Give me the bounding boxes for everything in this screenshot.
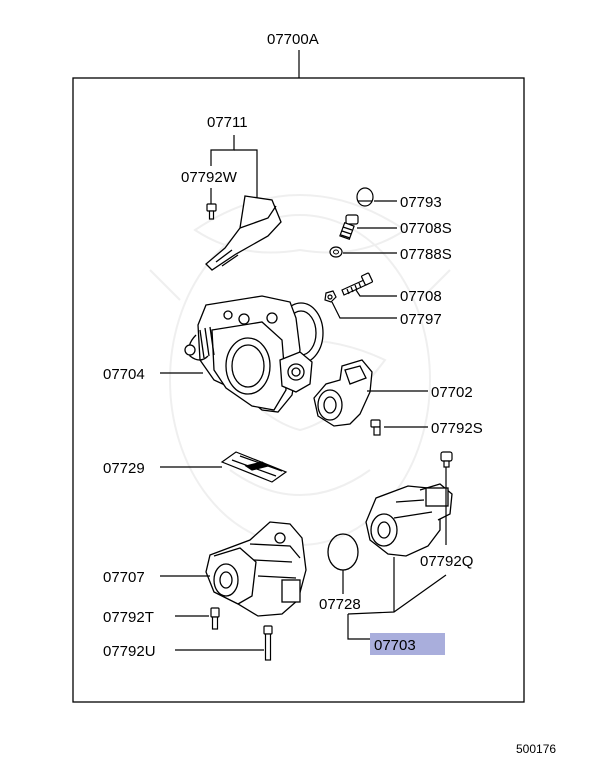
label-07792U[interactable]: 07792U [103,643,156,660]
label-07797[interactable]: 07797 [400,311,442,328]
screw-07792S [370,419,381,436]
label-07729[interactable]: 07729 [103,460,145,477]
gasket-07729 [220,451,288,483]
isc-valve-07703 [365,483,453,557]
throttle-body-07704 [184,295,324,413]
screw-07792T [210,607,220,630]
label-07728[interactable]: 07728 [319,596,361,613]
highlight-box-07703[interactable] [370,633,445,655]
label-07704[interactable]: 07704 [103,366,145,383]
label-07792S[interactable]: 07792S [431,420,483,437]
label-07792Q[interactable]: 07792Q [420,553,473,570]
label-07793[interactable]: 07793 [400,194,442,211]
bolt-07708 [341,272,374,296]
bracket-07711 [205,195,282,271]
assembly-frame [72,77,525,703]
bolt-07792W [206,203,217,220]
screw-07708S [339,214,359,241]
washer-07788S [329,246,343,258]
oring-07728 [327,533,359,571]
label-07700A[interactable]: 07700A [267,31,319,48]
throttle-housing-07707 [205,521,307,617]
label-07792T[interactable]: 07792T [103,609,154,626]
label-07711[interactable]: 07711 [207,114,248,131]
bolt-07792U [263,625,273,661]
label-07788S[interactable]: 07788S [400,246,452,263]
label-07708[interactable]: 07708 [400,288,442,305]
diagram-id: 500176 [516,742,556,756]
label-07707[interactable]: 07707 [103,569,145,586]
label-07792W[interactable]: 07792W [181,169,238,186]
label-07708S[interactable]: 07708S [400,220,452,237]
nut-07797 [324,290,337,303]
cap-07793 [356,187,374,207]
label-07702[interactable]: 07702 [431,384,473,401]
label-07703[interactable]: 07703 [374,637,416,654]
sensor-07702 [313,359,373,427]
bolt-07792Q [440,451,453,468]
